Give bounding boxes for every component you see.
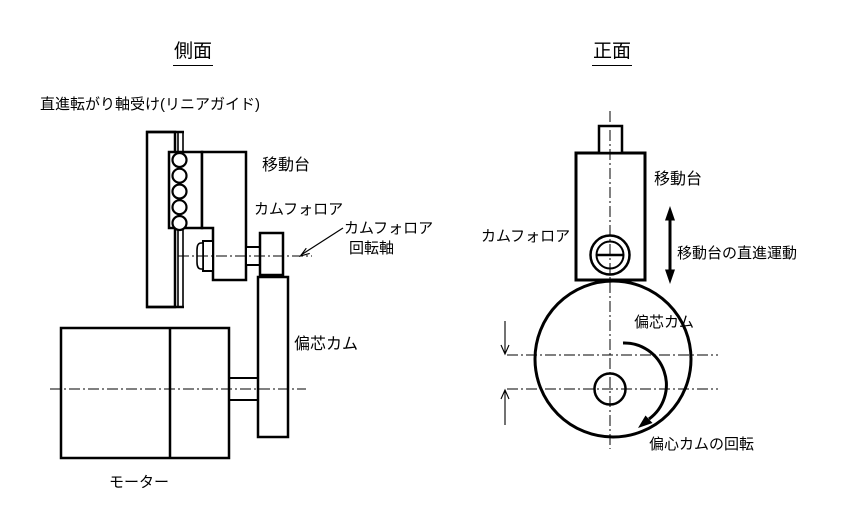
label-follower-rotation-axis-line2: 回転軸 [349,240,395,257]
eccentric-cam-side [256,275,290,439]
motor-body [59,326,231,460]
front-view-title: 正面 [592,40,633,66]
leader-arrowhead [298,247,310,258]
leader-line [300,227,344,256]
rotation-arrowhead [638,415,653,428]
bearing-ball [171,183,188,200]
label-side-cam-follower: カムフォロア [254,201,344,218]
label-motor: モーター [109,474,170,491]
label-side-eccentric-cam: 偏芯カム [294,336,359,353]
bearing-ball [171,214,188,232]
label-linear-guide: 直進転がり軸受け(リニアガイド) [40,96,260,113]
rotation-arrow-arc [622,341,668,421]
label-cam-rotation: 偏心カムの回転 [649,436,755,453]
motion-arrowhead-down [665,269,675,284]
bearing-ball [171,151,188,169]
side-view-title: 側面 [173,40,214,66]
label-front-eccentric-cam: 偏芯カム [634,314,695,331]
bearing-ball [171,199,188,216]
label-linear-motion: 移動台の直進運動 [677,245,798,262]
motion-arrowhead-up [665,206,675,221]
dimension-arrow-up [500,388,510,400]
label-side-moving-table: 移動台 [262,157,311,174]
cam-shaft-hole [593,372,627,406]
label-front-moving-table: 移動台 [654,171,703,188]
eccentric-cam-front [533,279,693,439]
follower-roller-side [258,231,285,277]
follower-roller-outer [589,234,631,276]
label-follower-rotation-axis-line1: カムフォロア [344,220,434,237]
dimension-arrow-down [500,344,510,356]
label-front-cam-follower: カムフォロア [481,228,571,245]
bearing-ball [171,167,188,184]
label-follower-rotation-axis: カムフォロア 回転軸 [344,219,433,259]
